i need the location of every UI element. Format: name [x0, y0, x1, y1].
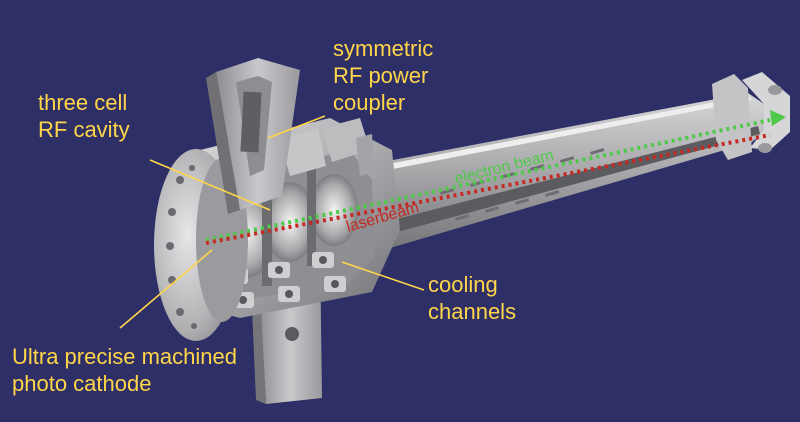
- cathode-label: Ultra precise machined photo cathode: [12, 343, 237, 397]
- cooling-label: cooling channels: [428, 271, 516, 325]
- leader-lines: [119, 115, 425, 329]
- electron-beam-arrowhead: [770, 110, 786, 126]
- cavity-label: three cell RF cavity: [38, 89, 130, 143]
- drift-tube: [340, 72, 790, 262]
- cathode-label-line-1: Ultra precise machined: [12, 344, 237, 369]
- laser-beam-line: [205, 133, 771, 245]
- cathode-label-line-2: photo cathode: [12, 371, 152, 396]
- cooling-leader: [341, 261, 425, 291]
- cavity-leader: [149, 159, 271, 211]
- coupler-label-line-3: coupler: [333, 90, 406, 115]
- electron-beam-line: [205, 118, 771, 242]
- cathode-leader: [119, 249, 213, 329]
- cooling-label-line-1: cooling: [428, 272, 498, 297]
- coupler-leader: [267, 115, 326, 139]
- coupler-label-line-2: RF power: [333, 63, 429, 88]
- cooling-label-line-2: channels: [428, 299, 517, 324]
- cavity-label-line-1: three cell: [38, 90, 128, 115]
- coupler-upper-plate: [206, 58, 300, 214]
- coupler-label-line-1: symmetric: [333, 36, 434, 61]
- cavity-label-line-2: RF cavity: [38, 117, 130, 142]
- coupler-label: symmetric RF power coupler: [333, 35, 433, 116]
